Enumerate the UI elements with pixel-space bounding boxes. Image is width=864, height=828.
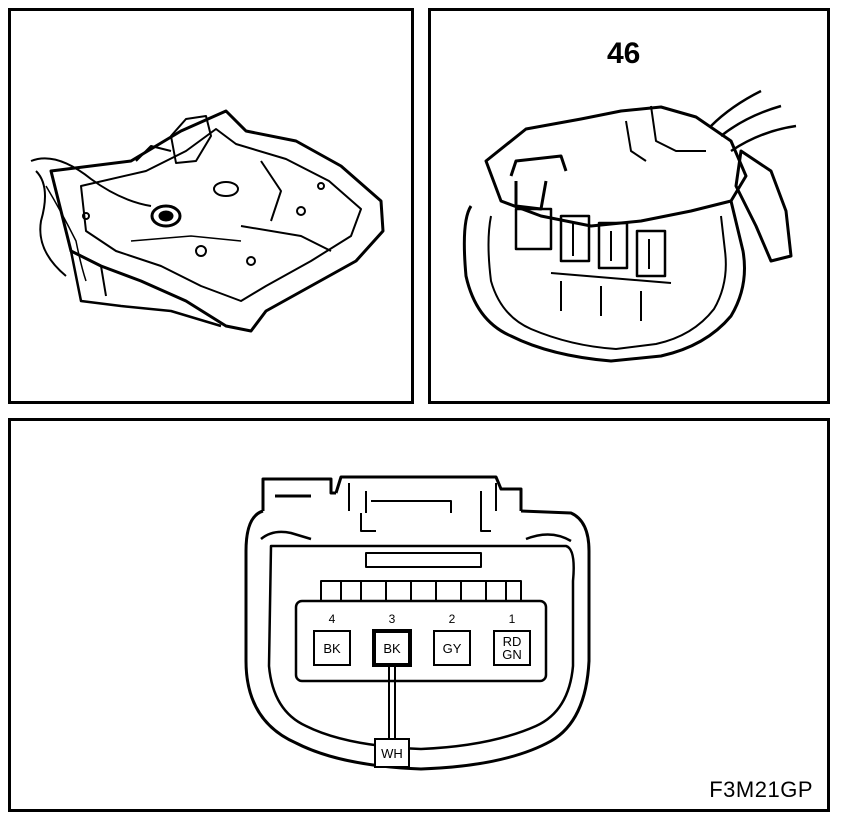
pin-color-3: BK (383, 641, 401, 656)
figure-id: F3M21GP (709, 777, 813, 802)
connector-3d-panel: 46 (428, 8, 830, 404)
pin-number-2: 2 (449, 612, 456, 626)
pin-color-4: BK (323, 641, 341, 656)
tracer-box (374, 738, 410, 768)
pin-color-2: GY (443, 641, 462, 656)
pin-number-4: 4 (329, 612, 336, 626)
connector-number: 46 (607, 37, 641, 70)
pin-cavity-1 (493, 630, 531, 666)
tracer-lead (388, 665, 396, 739)
pin-cavity-2 (433, 630, 471, 666)
pin-color-1-2: GN (502, 647, 522, 662)
pin-color-1-1: RD (503, 634, 522, 649)
tracer-color: WH (381, 746, 403, 761)
location-illustration (30, 109, 385, 333)
connector-3d-illustration (462, 89, 797, 363)
location-view-panel (8, 8, 414, 404)
pin-number-1: 1 (509, 612, 516, 626)
pin-number-3: 3 (389, 612, 396, 626)
pin-cavity-4 (313, 630, 351, 666)
pin-cavity-3 (372, 629, 412, 667)
